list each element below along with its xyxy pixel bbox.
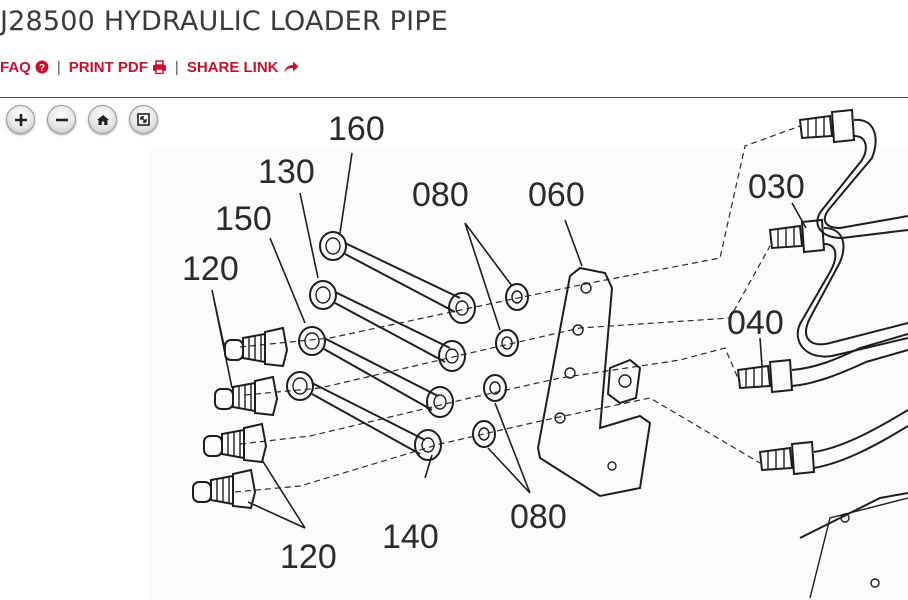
question-circle-icon: ? bbox=[35, 60, 49, 74]
faq-link[interactable]: FAQ ? bbox=[0, 59, 49, 76]
callout-labels: 160 130 150 120 080 060 030 040 140 080 … bbox=[182, 110, 805, 576]
callout-060: 060 bbox=[528, 176, 585, 214]
callout-120-top: 120 bbox=[182, 250, 239, 288]
alignment-lines bbox=[234, 125, 801, 493]
home-icon bbox=[96, 114, 110, 126]
minus-icon bbox=[55, 113, 69, 127]
faq-label: FAQ bbox=[0, 58, 31, 76]
plus-icon bbox=[14, 113, 28, 127]
pipe-stay-group bbox=[286, 231, 476, 461]
fullscreen-button[interactable] bbox=[129, 105, 158, 134]
printer-icon bbox=[152, 60, 167, 74]
fitting-120-group bbox=[192, 326, 289, 510]
leader-lines bbox=[211, 152, 807, 529]
share-link[interactable]: SHARE LINK bbox=[187, 59, 299, 76]
svg-text:?: ? bbox=[39, 63, 45, 74]
zoom-controls bbox=[6, 105, 158, 134]
callout-150: 150 bbox=[215, 200, 272, 238]
callout-030: 030 bbox=[748, 168, 805, 206]
separator: | bbox=[56, 58, 61, 76]
share-arrow-icon bbox=[283, 60, 299, 74]
callout-120-bottom: 120 bbox=[280, 538, 337, 576]
separator: | bbox=[174, 58, 179, 76]
hydraulic-pipes-030-040 bbox=[736, 108, 908, 599]
print-pdf-link[interactable]: PRINT PDF bbox=[69, 59, 167, 76]
nut-080-group bbox=[472, 283, 529, 448]
callout-140: 140 bbox=[382, 518, 439, 556]
callout-080-bottom: 080 bbox=[510, 498, 567, 536]
callout-040: 040 bbox=[727, 304, 784, 342]
fullscreen-icon bbox=[137, 113, 150, 126]
bracket-060 bbox=[536, 266, 652, 498]
diagram-viewer[interactable]: 160 130 150 120 080 060 030 040 140 080 … bbox=[0, 97, 908, 600]
home-button[interactable] bbox=[88, 105, 117, 134]
print-pdf-label: PRINT PDF bbox=[68, 58, 148, 76]
share-link-label: SHARE LINK bbox=[186, 58, 279, 76]
page-title: J28500 HYDRAULIC LOADER PIPE bbox=[0, 6, 449, 37]
zoom-in-button[interactable] bbox=[6, 105, 35, 134]
diagram-canvas bbox=[150, 148, 908, 600]
zoom-out-button[interactable] bbox=[47, 105, 76, 134]
callout-130: 130 bbox=[258, 153, 315, 191]
action-links: FAQ ? | PRINT PDF | SHARE LINK bbox=[0, 56, 299, 78]
callout-160: 160 bbox=[328, 110, 385, 148]
callout-080-top: 080 bbox=[412, 176, 469, 214]
exploded-parts-diagram: 160 130 150 120 080 060 030 040 140 080 … bbox=[150, 108, 908, 600]
